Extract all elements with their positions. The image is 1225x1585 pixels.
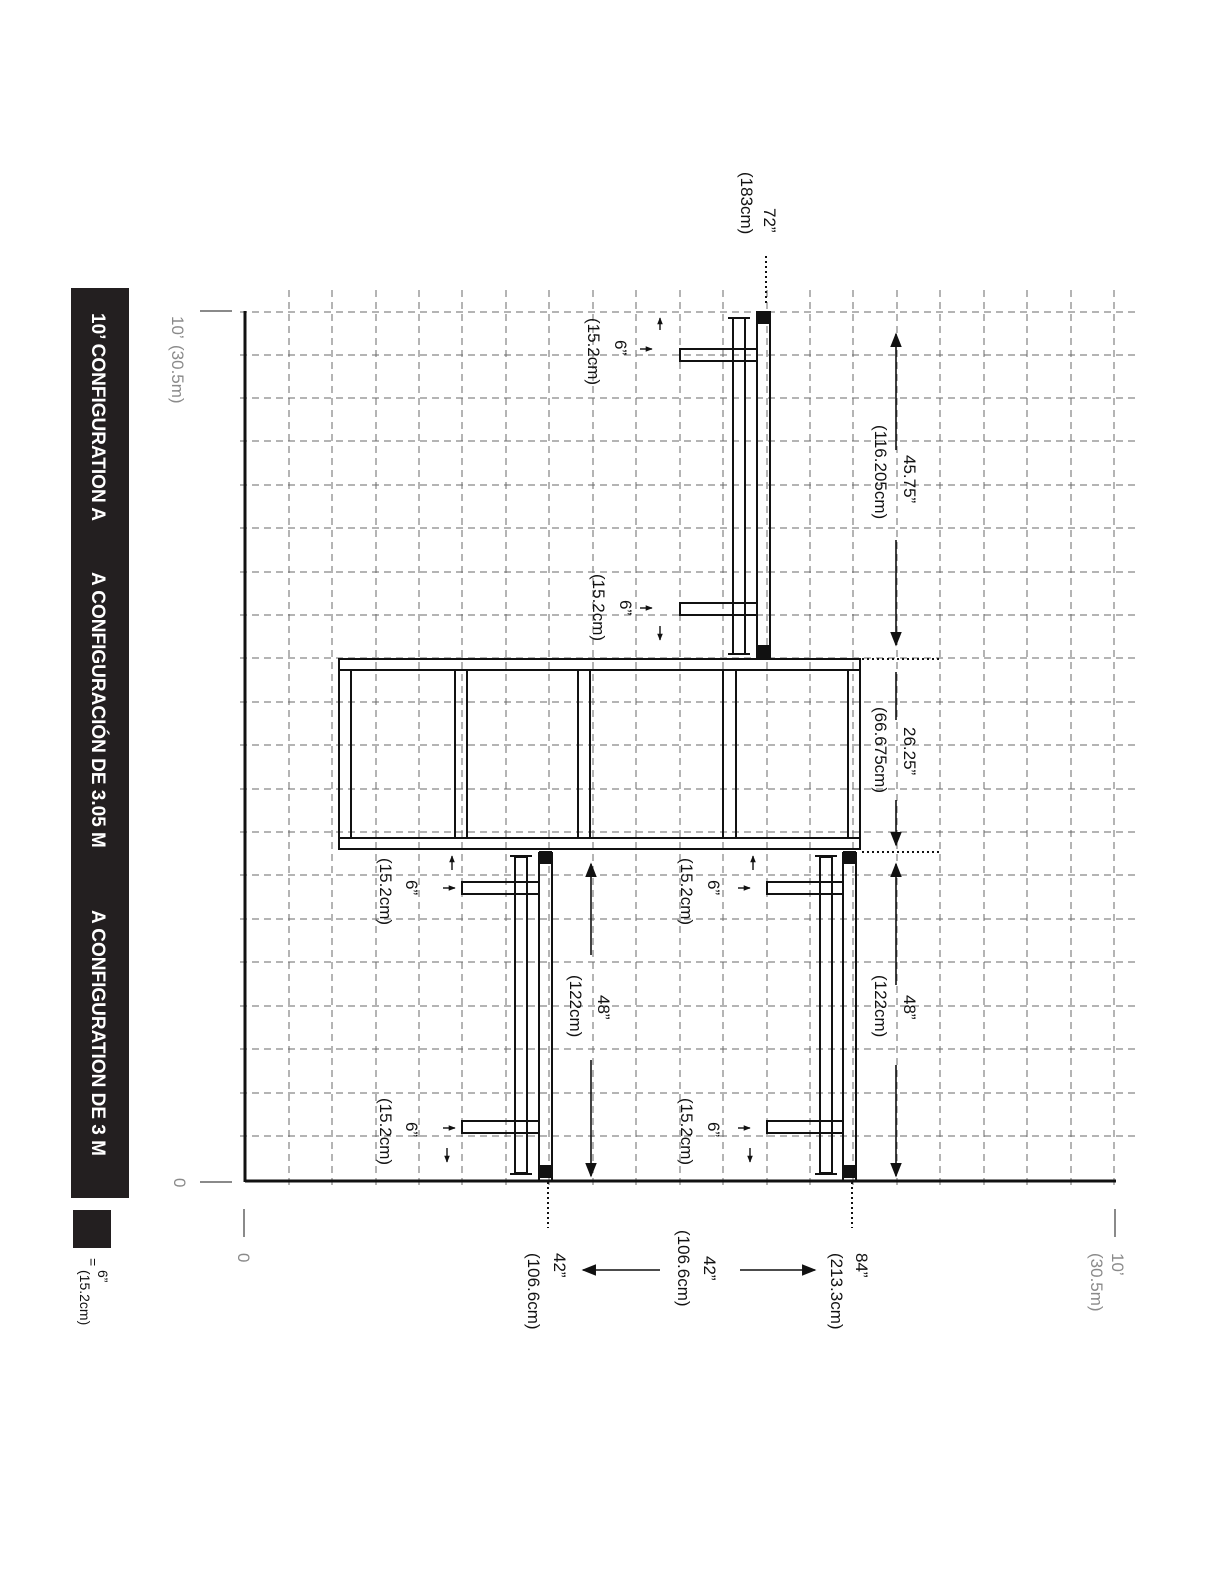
scale-top-value: 10’ xyxy=(168,316,187,339)
dim-4575-metric: (116.205cm) xyxy=(871,425,890,519)
dim-42-mid-value: 42” xyxy=(700,1256,719,1281)
rail-right xyxy=(767,852,856,1181)
dim-six-top-1-metric: (15.2cm) xyxy=(584,318,603,385)
dim-six-left-1-metric: (15.2cm) xyxy=(376,858,395,925)
header-title-fr: A CONFIGURATION DE 3 M xyxy=(87,910,108,1156)
legend-swatch xyxy=(73,1210,111,1248)
dim-six-right-1-metric: (15.2cm) xyxy=(677,858,696,925)
dim-six-left-2-value: 6” xyxy=(402,1122,421,1137)
dim-42-left-value: 42” xyxy=(550,1253,569,1278)
rail-left xyxy=(462,852,552,1181)
header-title-es: A CONFIGURACIÓN DE 3.05 M xyxy=(87,572,109,848)
dim-84-metric: (213.3cm) xyxy=(827,1253,846,1330)
dim-84-value: 84” xyxy=(852,1253,871,1278)
dim-six-top-2-value: 6” xyxy=(616,600,635,615)
dim-48-right-metric: (122cm) xyxy=(871,975,890,1037)
scale-bottom-right-metric: (30.5m) xyxy=(1087,1253,1106,1312)
legend-value: 6” xyxy=(95,1270,111,1283)
dim-48-left-value: 48” xyxy=(594,995,613,1020)
dim-2625-value: 26.25” xyxy=(900,727,919,776)
dim-six-top-1-value: 6” xyxy=(611,340,630,355)
grid xyxy=(240,290,1140,1190)
header-title-en: 10’ CONFIGURATION A xyxy=(87,313,108,521)
dim-six-left-2-metric: (15.2cm) xyxy=(376,1098,395,1165)
scale-top-zero: 0 xyxy=(170,1178,189,1187)
dim-six-right-2-value: 6” xyxy=(704,1122,723,1137)
dim-six-left-1-value: 6” xyxy=(402,880,421,895)
scale-top-metric: (30.5m) xyxy=(168,345,187,404)
scale-bottom-right-value: 10’ xyxy=(1108,1253,1127,1276)
dimension-arrows xyxy=(583,334,896,1270)
dim-six-top-2-metric: (15.2cm) xyxy=(589,574,608,641)
dim-4575-value: 45.75” xyxy=(900,455,919,504)
dim-72-metric: (183cm) xyxy=(737,172,756,234)
dim-48-right-value: 48” xyxy=(900,995,919,1020)
small-arrows xyxy=(443,318,753,1162)
legend-metric: (15.2cm) xyxy=(77,1270,93,1325)
legend-equals: = xyxy=(85,1258,101,1266)
dim-42-mid-metric: (106.6cm) xyxy=(674,1230,693,1307)
dim-2625-metric: (66.675cm) xyxy=(871,707,890,793)
dim-42-left-metric: (106.6cm) xyxy=(524,1253,543,1330)
scale-bottom-zero: 0 xyxy=(234,1253,253,1262)
dim-48-left-metric: (122cm) xyxy=(566,975,585,1037)
platform-frame xyxy=(339,659,860,849)
dim-six-right-2-metric: (15.2cm) xyxy=(677,1098,696,1165)
dim-six-right-1-value: 6” xyxy=(704,880,723,895)
dim-72-value: 72” xyxy=(760,208,779,233)
